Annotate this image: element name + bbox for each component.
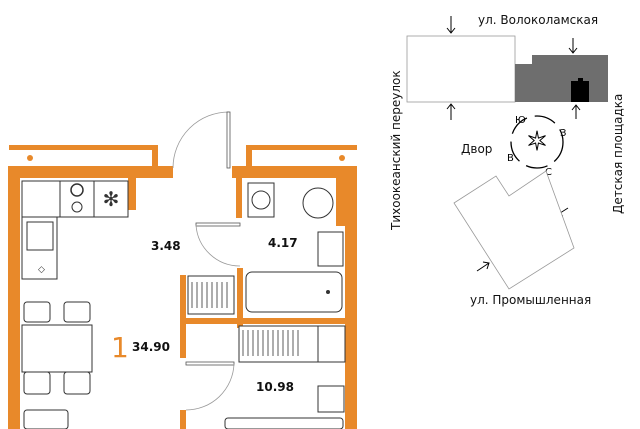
room-area: 10.98 [256, 380, 294, 394]
room-count: 1 [111, 331, 129, 364]
fan-icon: ✻ [103, 187, 120, 211]
street-bottom-label: ул. Промышленная [470, 293, 591, 307]
svg-text:С: С [545, 167, 552, 178]
svg-text:В: В [507, 153, 514, 164]
room-furniture [224, 325, 346, 429]
sink-icon [317, 231, 344, 267]
current-building [515, 55, 608, 102]
site-map: ул. Волоколамская Тихоокеанский переулок… [389, 13, 625, 307]
compass-rose: ✶ Ю З С В [507, 115, 566, 178]
playground-label: Детская площадка [611, 94, 625, 214]
building-outline-south [453, 170, 575, 290]
svg-text:◇: ◇ [38, 265, 45, 275]
dining-table [21, 301, 93, 429]
stove-icon [70, 183, 84, 197]
bathtub-icon [245, 271, 343, 313]
toilet-icon [302, 187, 334, 219]
total-area: 34.90 [132, 340, 170, 354]
yard-label: Двор [461, 142, 492, 156]
svg-text:✶: ✶ [526, 127, 548, 157]
entry-door [172, 111, 231, 169]
svg-text:З: З [560, 128, 566, 139]
street-top-label: ул. Волоколамская [478, 13, 598, 27]
walls [8, 145, 357, 429]
building-outline [406, 35, 516, 103]
svg-text:Ю: Ю [515, 115, 526, 126]
hall-area: 3.48 [151, 239, 181, 253]
bathroom-fixtures [187, 182, 344, 315]
room-door [185, 361, 235, 411]
radiator-icon [187, 275, 235, 315]
bathroom-area: 4.17 [268, 236, 298, 250]
section-marker [571, 81, 589, 102]
lane-left-label: Тихоокеанский переулок [389, 70, 403, 231]
kitchen-counter: ✻ ◇ [21, 180, 129, 280]
sink-icon [26, 221, 54, 251]
bathroom-door [195, 222, 241, 267]
